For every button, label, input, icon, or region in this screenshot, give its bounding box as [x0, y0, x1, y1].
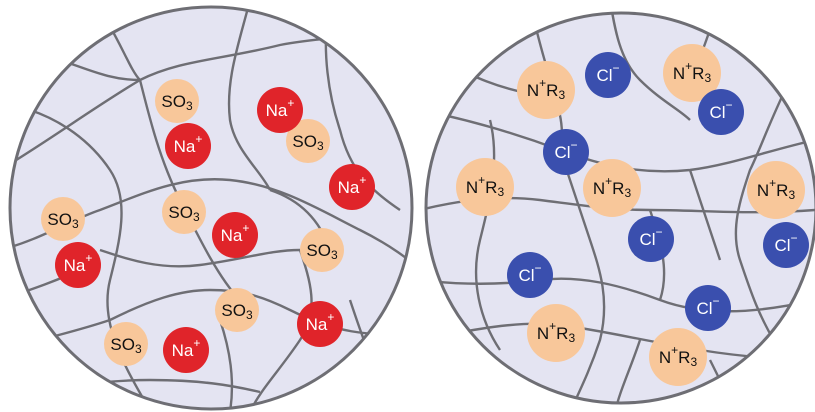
sulfonate-group-1-circle: [155, 79, 199, 123]
chloride-ion-4-circle: [628, 216, 674, 262]
quaternary-ammonium-group-3: N+R3: [456, 158, 514, 216]
sulfonate-group-2-circle: [286, 119, 330, 163]
sodium-ion-3-circle: [329, 164, 375, 210]
quaternary-ammonium-group-1: N+R3: [517, 61, 575, 119]
chloride-ion-1-circle: [585, 52, 631, 98]
quaternary-ammonium-group-4-label: N+R3: [593, 174, 632, 200]
sodium-ion-7-label: Na+: [172, 336, 201, 360]
sodium-ion-4-label: Na+: [221, 221, 250, 245]
quaternary-ammonium-group-5-circle: [747, 161, 805, 219]
sulfonate-group-5-circle: [300, 228, 344, 272]
sodium-ion-5-circle: [55, 242, 101, 288]
chloride-ion-7-circle: [685, 285, 731, 331]
chloride-ion-6: Cl−: [507, 252, 553, 298]
quaternary-ammonium-group-3-circle: [456, 158, 514, 216]
chloride-ion-5-label: Cl−: [774, 231, 797, 255]
quaternary-ammonium-group-2: N+R3: [663, 44, 721, 102]
quaternary-ammonium-group-7-label: N+R3: [659, 343, 698, 369]
quaternary-ammonium-group-1-label: N+R3: [527, 76, 566, 102]
sodium-ion-2-circle: [165, 123, 211, 169]
chloride-ion-3-label: Cl−: [554, 138, 577, 162]
cation-ions: SO3SO3SO3SO3SO3SO3SO3Na+Na+Na+Na+Na+Na+N…: [41, 79, 375, 373]
quaternary-ammonium-group-7-circle: [649, 328, 707, 386]
sulfonate-group-4-label: SO3: [168, 203, 200, 225]
sodium-ion-2-label: Na+: [174, 132, 203, 156]
chloride-ion-4-label: Cl−: [639, 225, 662, 249]
quaternary-ammonium-group-4-circle: [583, 159, 641, 217]
sulfonate-group-3: SO3: [41, 197, 85, 241]
sulfonate-group-5-label: SO3: [306, 241, 338, 263]
quaternary-ammonium-group-6: N+R3: [527, 304, 585, 362]
quaternary-ammonium-group-5: N+R3: [747, 161, 805, 219]
sodium-ion-7: Na+: [163, 327, 209, 373]
chloride-ion-5: Cl−: [763, 222, 809, 268]
sulfonate-group-2-label: SO3: [292, 132, 324, 154]
chloride-ion-1: Cl−: [585, 52, 631, 98]
chloride-ion-2-label: Cl−: [709, 98, 732, 122]
sulfonate-group-7: SO3: [104, 322, 148, 366]
cation-bead-border: [8, 5, 414, 411]
sodium-ion-3-label: Na+: [338, 173, 367, 197]
chloride-ion-1-label: Cl−: [596, 61, 619, 85]
chloride-ion-6-circle: [507, 252, 553, 298]
sodium-ion-5: Na+: [55, 242, 101, 288]
sulfonate-group-1-label: SO3: [161, 92, 193, 114]
sulfonate-group-7-label: SO3: [110, 335, 142, 357]
sodium-ion-1-label: Na+: [266, 96, 295, 120]
chloride-ion-3-circle: [543, 129, 589, 175]
quaternary-ammonium-group-6-circle: [527, 304, 585, 362]
sodium-ion-2: Na+: [165, 123, 211, 169]
sulfonate-group-4-circle: [162, 190, 206, 234]
sodium-ion-6-circle: [297, 301, 343, 347]
sulfonate-group-6-label: SO3: [221, 301, 253, 323]
chloride-ion-5-circle: [763, 222, 809, 268]
quaternary-ammonium-group-6-label: N+R3: [537, 319, 576, 345]
sulfonate-group-5: SO3: [300, 228, 344, 272]
sodium-ion-1: Na+: [257, 87, 303, 133]
sulfonate-group-3-label: SO3: [47, 210, 79, 232]
chloride-ion-2: Cl−: [698, 89, 744, 135]
chloride-ion-6-label: Cl−: [518, 261, 541, 285]
chloride-ion-7-label: Cl−: [696, 294, 719, 318]
sodium-ion-6: Na+: [297, 301, 343, 347]
chloride-ion-7: Cl−: [685, 285, 731, 331]
sodium-ion-6-label: Na+: [306, 310, 335, 334]
sulfonate-group-6-circle: [215, 288, 259, 332]
quaternary-ammonium-group-5-label: N+R3: [757, 176, 796, 202]
sulfonate-group-3-circle: [41, 197, 85, 241]
quaternary-ammonium-group-2-label: N+R3: [673, 59, 712, 85]
sulfonate-group-7-circle: [104, 322, 148, 366]
quaternary-ammonium-group-2-circle: [663, 44, 721, 102]
sodium-ion-4-circle: [212, 212, 258, 258]
sulfonate-group-1: SO3: [155, 79, 199, 123]
anion-bead-border: [424, 11, 815, 405]
sulfonate-group-2: SO3: [286, 119, 330, 163]
chloride-ion-2-circle: [698, 89, 744, 135]
sodium-ion-1-circle: [257, 87, 303, 133]
quaternary-ammonium-group-1-circle: [517, 61, 575, 119]
quaternary-ammonium-group-7: N+R3: [649, 328, 707, 386]
chloride-ion-3: Cl−: [543, 129, 589, 175]
cation-exchange-bead: SO3SO3SO3SO3SO3SO3SO3Na+Na+Na+Na+Na+Na+N…: [8, 5, 414, 411]
sodium-ion-4: Na+: [212, 212, 258, 258]
sulfonate-group-4: SO3: [162, 190, 206, 234]
sodium-ion-3: Na+: [329, 164, 375, 210]
sodium-ion-7-circle: [163, 327, 209, 373]
chloride-ion-4: Cl−: [628, 216, 674, 262]
quaternary-ammonium-group-4: N+R3: [583, 159, 641, 217]
quaternary-ammonium-group-3-label: N+R3: [466, 173, 505, 199]
sodium-ion-5-label: Na+: [64, 251, 93, 275]
sulfonate-group-6: SO3: [215, 288, 259, 332]
